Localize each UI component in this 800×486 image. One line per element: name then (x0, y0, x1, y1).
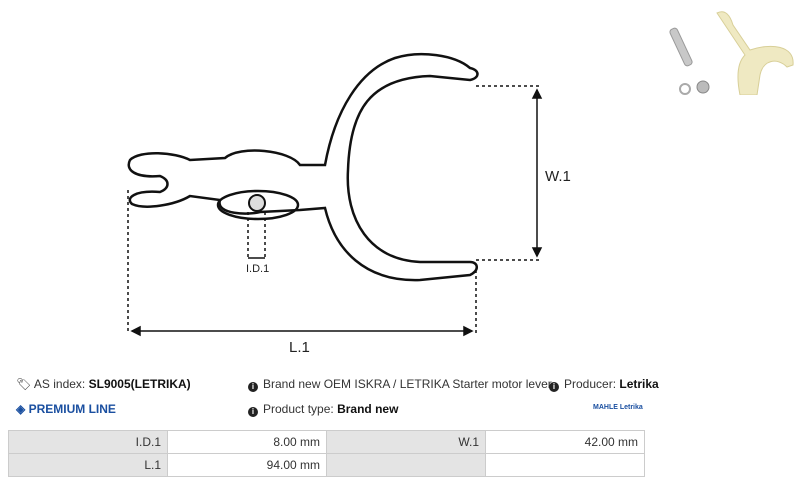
spec-name (326, 453, 486, 477)
dimension-guides (127, 85, 540, 333)
info-icon: i (248, 407, 258, 417)
spec-value: 8.00 mm (167, 430, 327, 454)
pin-hole (248, 194, 266, 212)
inner-diameter-label: I.D.1 (246, 263, 270, 275)
dimension-lines (130, 88, 543, 337)
diamond-icon: ◈ (16, 402, 29, 416)
spec-name: L.1 (8, 453, 168, 477)
product-photo (669, 11, 794, 95)
spec-name: W.1 (326, 430, 486, 454)
length-label: L.1 (289, 339, 310, 356)
tag-icon: 🏷 (16, 377, 34, 391)
info-icon: i (549, 382, 559, 392)
spec-value: 42.00 mm (485, 430, 645, 454)
spec-value (485, 453, 645, 477)
brand-logo: MAHLE Letrika (593, 404, 643, 411)
lever-outline (127, 52, 479, 282)
technical-drawing (127, 52, 543, 337)
spec-value: 94.00 mm (167, 453, 327, 477)
width-label: W.1 (545, 168, 571, 185)
as-index: 🏷 AS index: SL9005(LETRIKA) (16, 377, 191, 391)
info-icon: i (248, 382, 258, 392)
premium-line: ◈ PREMIUM LINE (16, 402, 116, 416)
spec-name: I.D.1 (8, 430, 168, 454)
